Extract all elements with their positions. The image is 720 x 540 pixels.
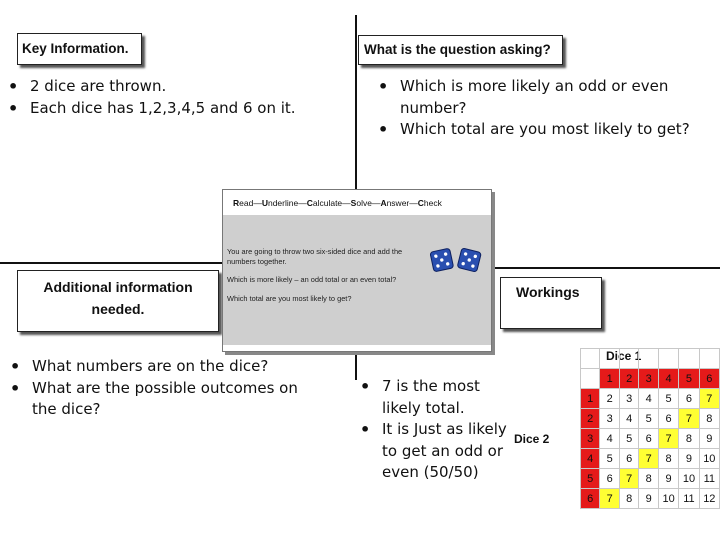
total-cell: 6: [638, 428, 659, 449]
total-cell: 8: [657, 448, 680, 469]
total-cell: 8: [678, 428, 700, 449]
dice1-header-cell: 5: [678, 368, 700, 389]
table-cell-empty: [678, 348, 700, 369]
total-cell: 10: [678, 468, 700, 489]
total-cell: 7: [618, 468, 640, 489]
vertical-divider-lower: [355, 350, 357, 380]
dice1-header-cell: 4: [657, 368, 680, 389]
total-cell: 6: [599, 468, 620, 489]
total-cell: 11: [678, 488, 700, 509]
question-title: What is the question asking?: [364, 42, 551, 57]
question-title-box: What is the question asking?: [358, 35, 563, 65]
dice-icon: [429, 248, 482, 273]
total-cell: 4: [599, 428, 620, 449]
total-cell: 5: [638, 408, 659, 429]
total-cell: 9: [698, 428, 720, 449]
total-cell: 3: [618, 388, 640, 409]
solving-steps: Read—Underline—Calculate—Solve—Answer—Ch…: [233, 198, 442, 208]
key-info-title-box: Key Information.: [17, 33, 142, 65]
dice1-header-cell: 6: [698, 368, 720, 389]
total-cell: 7: [638, 448, 659, 469]
dice2-header-cell: 1: [579, 388, 601, 409]
card-line-3: Which is more likely – an odd total or a…: [227, 275, 397, 284]
dice2-header-cell: 3: [579, 428, 601, 449]
dice2-header-cell: 4: [579, 448, 601, 469]
additional-info-title-line2: needed.: [91, 301, 145, 317]
total-cell: 10: [657, 488, 680, 509]
total-cell: 6: [618, 448, 640, 469]
horizontal-divider-left: [0, 262, 222, 264]
dice2-label: Dice 2: [514, 432, 550, 446]
card-line-1: You are going to throw two six-sided dic…: [227, 247, 403, 256]
vertical-divider: [355, 15, 357, 250]
additional-info-title-box: Additional information needed.: [17, 270, 219, 332]
dice1-header-cell: 2: [618, 368, 640, 389]
total-cell: 8: [638, 468, 659, 489]
total-cell: 7: [698, 388, 720, 409]
table-cell-empty: [618, 348, 640, 369]
key-info-title: Key Information.: [22, 41, 129, 56]
key-info-bullets: 2 dice are thrown. Each dice has 1,2,3,4…: [6, 76, 336, 119]
total-cell: 4: [638, 388, 659, 409]
additional-info-title-line1: Additional information: [43, 279, 193, 295]
dice1-header-cell: 1: [599, 368, 620, 389]
table-cell-empty: [579, 348, 601, 369]
horizontal-divider-right: [490, 267, 720, 269]
workings-title: Workings: [516, 284, 580, 300]
total-cell: 12: [698, 488, 720, 509]
table-cell-empty: [579, 368, 601, 389]
dice2-header-cell: 6: [579, 488, 601, 509]
total-cell: 5: [618, 428, 640, 449]
problem-card: Read—Underline—Calculate—Solve—Answer—Ch…: [222, 189, 492, 352]
total-cell: 3: [599, 408, 620, 429]
card-line-2: numbers together.: [227, 257, 287, 266]
total-cell: 4: [618, 408, 640, 429]
total-cell: 9: [638, 488, 659, 509]
card-background: [223, 215, 491, 345]
total-cell: 5: [657, 388, 680, 409]
list-item: Each dice has 1,2,3,4,5 and 6 on it.: [6, 98, 336, 120]
workings-bullets: 7 is the most likely total. It is Just a…: [358, 376, 508, 484]
list-item: Which total are you most likely to get?: [376, 119, 706, 141]
list-item: Which is more likely an odd or even numb…: [376, 76, 706, 119]
table-cell-empty: [657, 348, 680, 369]
question-bullets: Which is more likely an odd or even numb…: [376, 76, 706, 141]
total-cell: 7: [599, 488, 620, 509]
total-cell: 9: [657, 468, 680, 489]
list-item: What numbers are on the dice?: [8, 356, 308, 378]
list-item: It is Just as likely to get an odd or ev…: [358, 419, 508, 484]
table-cell-empty: [638, 348, 659, 369]
workings-title-box: Workings: [500, 277, 602, 329]
total-cell: 8: [698, 408, 720, 429]
list-item: 7 is the most likely total.: [358, 376, 508, 419]
table-cell-empty: [698, 348, 720, 369]
list-item: 2 dice are thrown.: [6, 76, 336, 98]
total-cell: 6: [657, 408, 680, 429]
total-cell: 7: [657, 428, 680, 449]
total-cell: 7: [678, 408, 700, 429]
total-cell: 5: [599, 448, 620, 469]
total-cell: 6: [678, 388, 700, 409]
total-cell: 11: [698, 468, 720, 489]
total-cell: 2: [599, 388, 620, 409]
total-cell: 10: [698, 448, 720, 469]
card-line-4: Which total are you most likely to get?: [227, 294, 352, 303]
dice2-header-cell: 2: [579, 408, 601, 429]
total-cell: 9: [678, 448, 700, 469]
table-cell-empty: [599, 348, 620, 369]
additional-info-bullets: What numbers are on the dice? What are t…: [8, 356, 308, 421]
total-cell: 8: [618, 488, 640, 509]
list-item: What are the possible outcomes on the di…: [8, 378, 308, 421]
dice1-header-cell: 3: [638, 368, 659, 389]
dice2-header-cell: 5: [579, 468, 601, 489]
